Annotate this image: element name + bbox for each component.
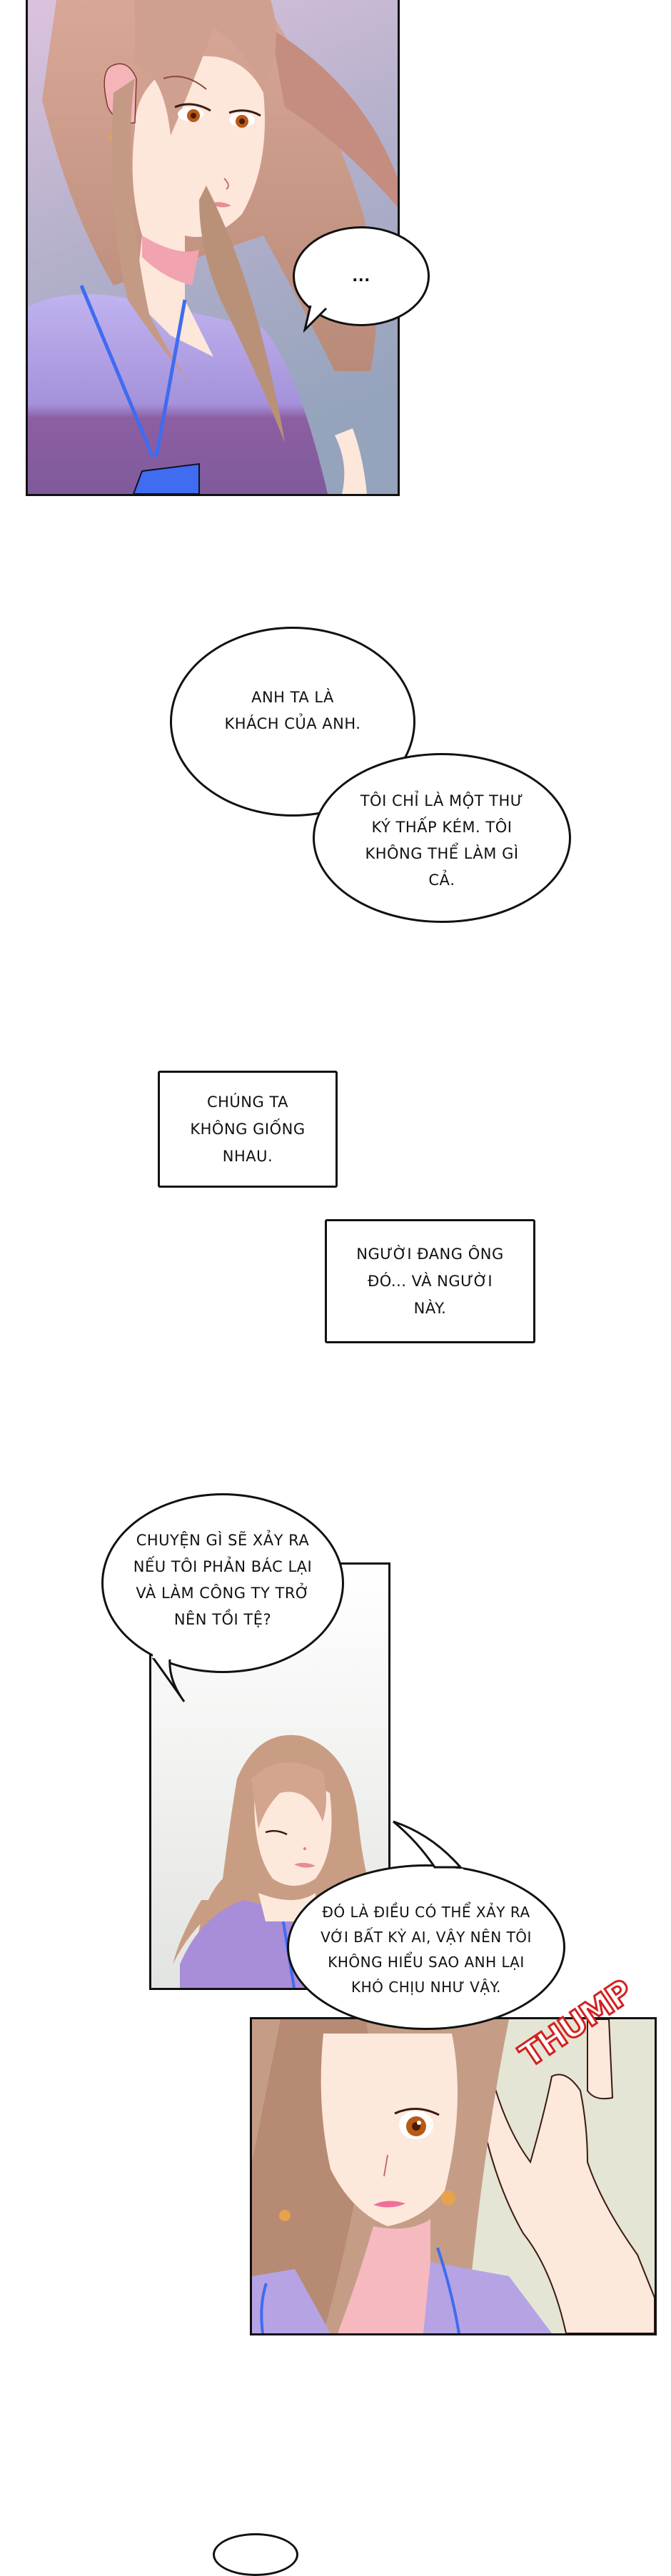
panel-woman-startled bbox=[250, 2017, 657, 2335]
speech-text: TÔI CHỈ LÀ MỘT THƯ KÝ THẤP KÉM. TÔI KHÔN… bbox=[360, 792, 524, 889]
caption-text: CHÚNG TA KHÔNG GIỐNG NHAU. bbox=[190, 1093, 306, 1165]
panel-3-artwork bbox=[252, 2019, 655, 2333]
caption-box-not-the-same: CHÚNG TA KHÔNG GIỐNG NHAU. bbox=[158, 1071, 338, 1188]
bubble-tail bbox=[151, 1655, 186, 1702]
bubble-tail bbox=[393, 1820, 463, 1874]
speech-bubble-partial bbox=[213, 2533, 298, 2576]
speech-text: CHUYỆN GÌ SẼ XẢY RA NẾU TÔI PHẢN BÁC LẠI… bbox=[133, 1532, 313, 1628]
speech-bubble-could-happen-to-anyone: ĐÓ LÀ ĐIỀU CÓ THỂ XẢY RA VỚI BẤT KỲ AI, … bbox=[287, 1864, 565, 2030]
speech-text: ... bbox=[352, 267, 370, 285]
bubble-tail bbox=[303, 305, 328, 333]
speech-bubble-just-secretary: TÔI CHỈ LÀ MỘT THƯ KÝ THẤP KÉM. TÔI KHÔN… bbox=[313, 753, 571, 923]
caption-box-that-person: NGƯỜI ĐANG ÔNG ĐÓ... VÀ NGƯỜI NÀY. bbox=[325, 1219, 535, 1343]
speech-bubble-what-would-happen: CHUYỆN GÌ SẼ XẢY RA NẾU TÔI PHẢN BÁC LẠI… bbox=[101, 1493, 344, 1673]
speech-text: ĐÓ LÀ ĐIỀU CÓ THỂ XẢY RA VỚI BẤT KỲ AI, … bbox=[321, 1904, 532, 1996]
speech-text: ANH TA LÀ KHÁCH CỦA ANH. bbox=[224, 689, 361, 732]
caption-text: NGƯỜI ĐANG ÔNG ĐÓ... VÀ NGƯỜI NÀY. bbox=[356, 1246, 504, 1317]
